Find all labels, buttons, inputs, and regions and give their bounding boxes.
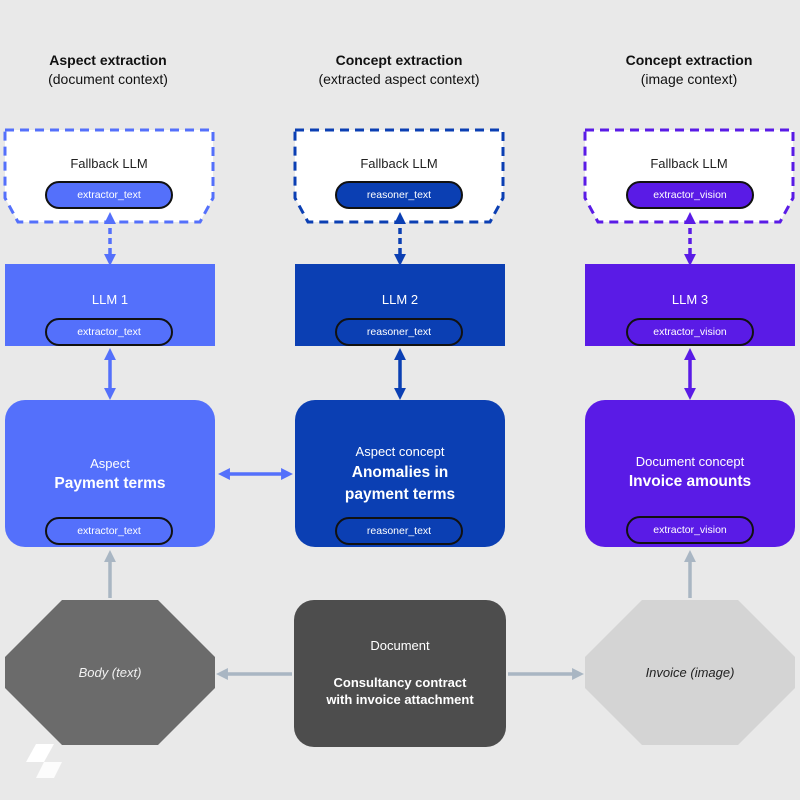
llm-label: LLM 2 [381, 292, 419, 307]
document-title-line1: Consultancy contract [333, 675, 467, 690]
document-label: Document [370, 638, 430, 653]
llm-label: LLM 3 [671, 292, 709, 307]
llm-box-2: LLM 2 reasoner_text [295, 264, 505, 346]
document-concept-subtitle: Document concept [635, 454, 745, 469]
aspect-role-pill: extractor_text [45, 517, 173, 545]
document-box: Document Consultancy contract with invoi… [294, 600, 506, 747]
fallback-role-pill-1: extractor_text [45, 181, 173, 209]
aspect-concept-subtitle: Aspect concept [355, 444, 445, 459]
llm-box-3: LLM 3 extractor_vision [585, 264, 795, 346]
llm-box-1: LLM 1 extractor_text [5, 264, 215, 346]
llm-role-pill: reasoner_text [335, 318, 463, 346]
column-title: Concept extraction [625, 52, 753, 68]
aspect-box: Aspect Payment terms extractor_text [5, 400, 215, 547]
aspect-concept-title-line2: payment terms [344, 486, 456, 503]
llm-label: LLM 1 [91, 292, 129, 307]
invoice-label: Invoice (image) [645, 665, 735, 680]
document-concept-title: Invoice amounts [628, 473, 752, 490]
fallback-llm-label-3: Fallback LLM [650, 156, 728, 171]
column-header-concept-extraction-image: Concept extraction (image context) [559, 51, 800, 89]
column-subtitle: (image context) [640, 71, 738, 87]
fallback-role-pill-3: extractor_vision [626, 181, 754, 209]
document-concept-box: Document concept Invoice amounts extract… [585, 400, 795, 547]
aspect-concept-box: Aspect concept Anomalies in payment term… [295, 400, 505, 547]
fallback-llm-label-1: Fallback LLM [70, 156, 148, 171]
fallback-llm-label-2: Fallback LLM [360, 156, 438, 171]
column-title: Aspect extraction [49, 52, 167, 68]
fallback-role-pill-2: reasoner_text [335, 181, 463, 209]
document-concept-role-pill: extractor_vision [626, 516, 754, 544]
column-subtitle: (extracted aspect context) [318, 71, 480, 87]
column-header-concept-extraction-aspect: Concept extraction (extracted aspect con… [269, 51, 529, 89]
column-subtitle: (document context) [48, 71, 168, 87]
aspect-subtitle: Aspect [90, 456, 130, 471]
body-label: Body (text) [78, 665, 142, 680]
aspect-concept-role-pill: reasoner_text [335, 517, 463, 545]
llm-role-pill: extractor_vision [626, 318, 754, 346]
llm-role-pill: extractor_text [45, 318, 173, 346]
column-header-aspect-extraction: Aspect extraction (document context) [0, 51, 238, 89]
document-title-line2: with invoice attachment [326, 692, 474, 707]
aspect-concept-title-line1: Anomalies in [351, 464, 449, 481]
aspect-title: Payment terms [54, 475, 166, 492]
column-title: Concept extraction [335, 52, 463, 68]
brand-logo [26, 744, 62, 778]
